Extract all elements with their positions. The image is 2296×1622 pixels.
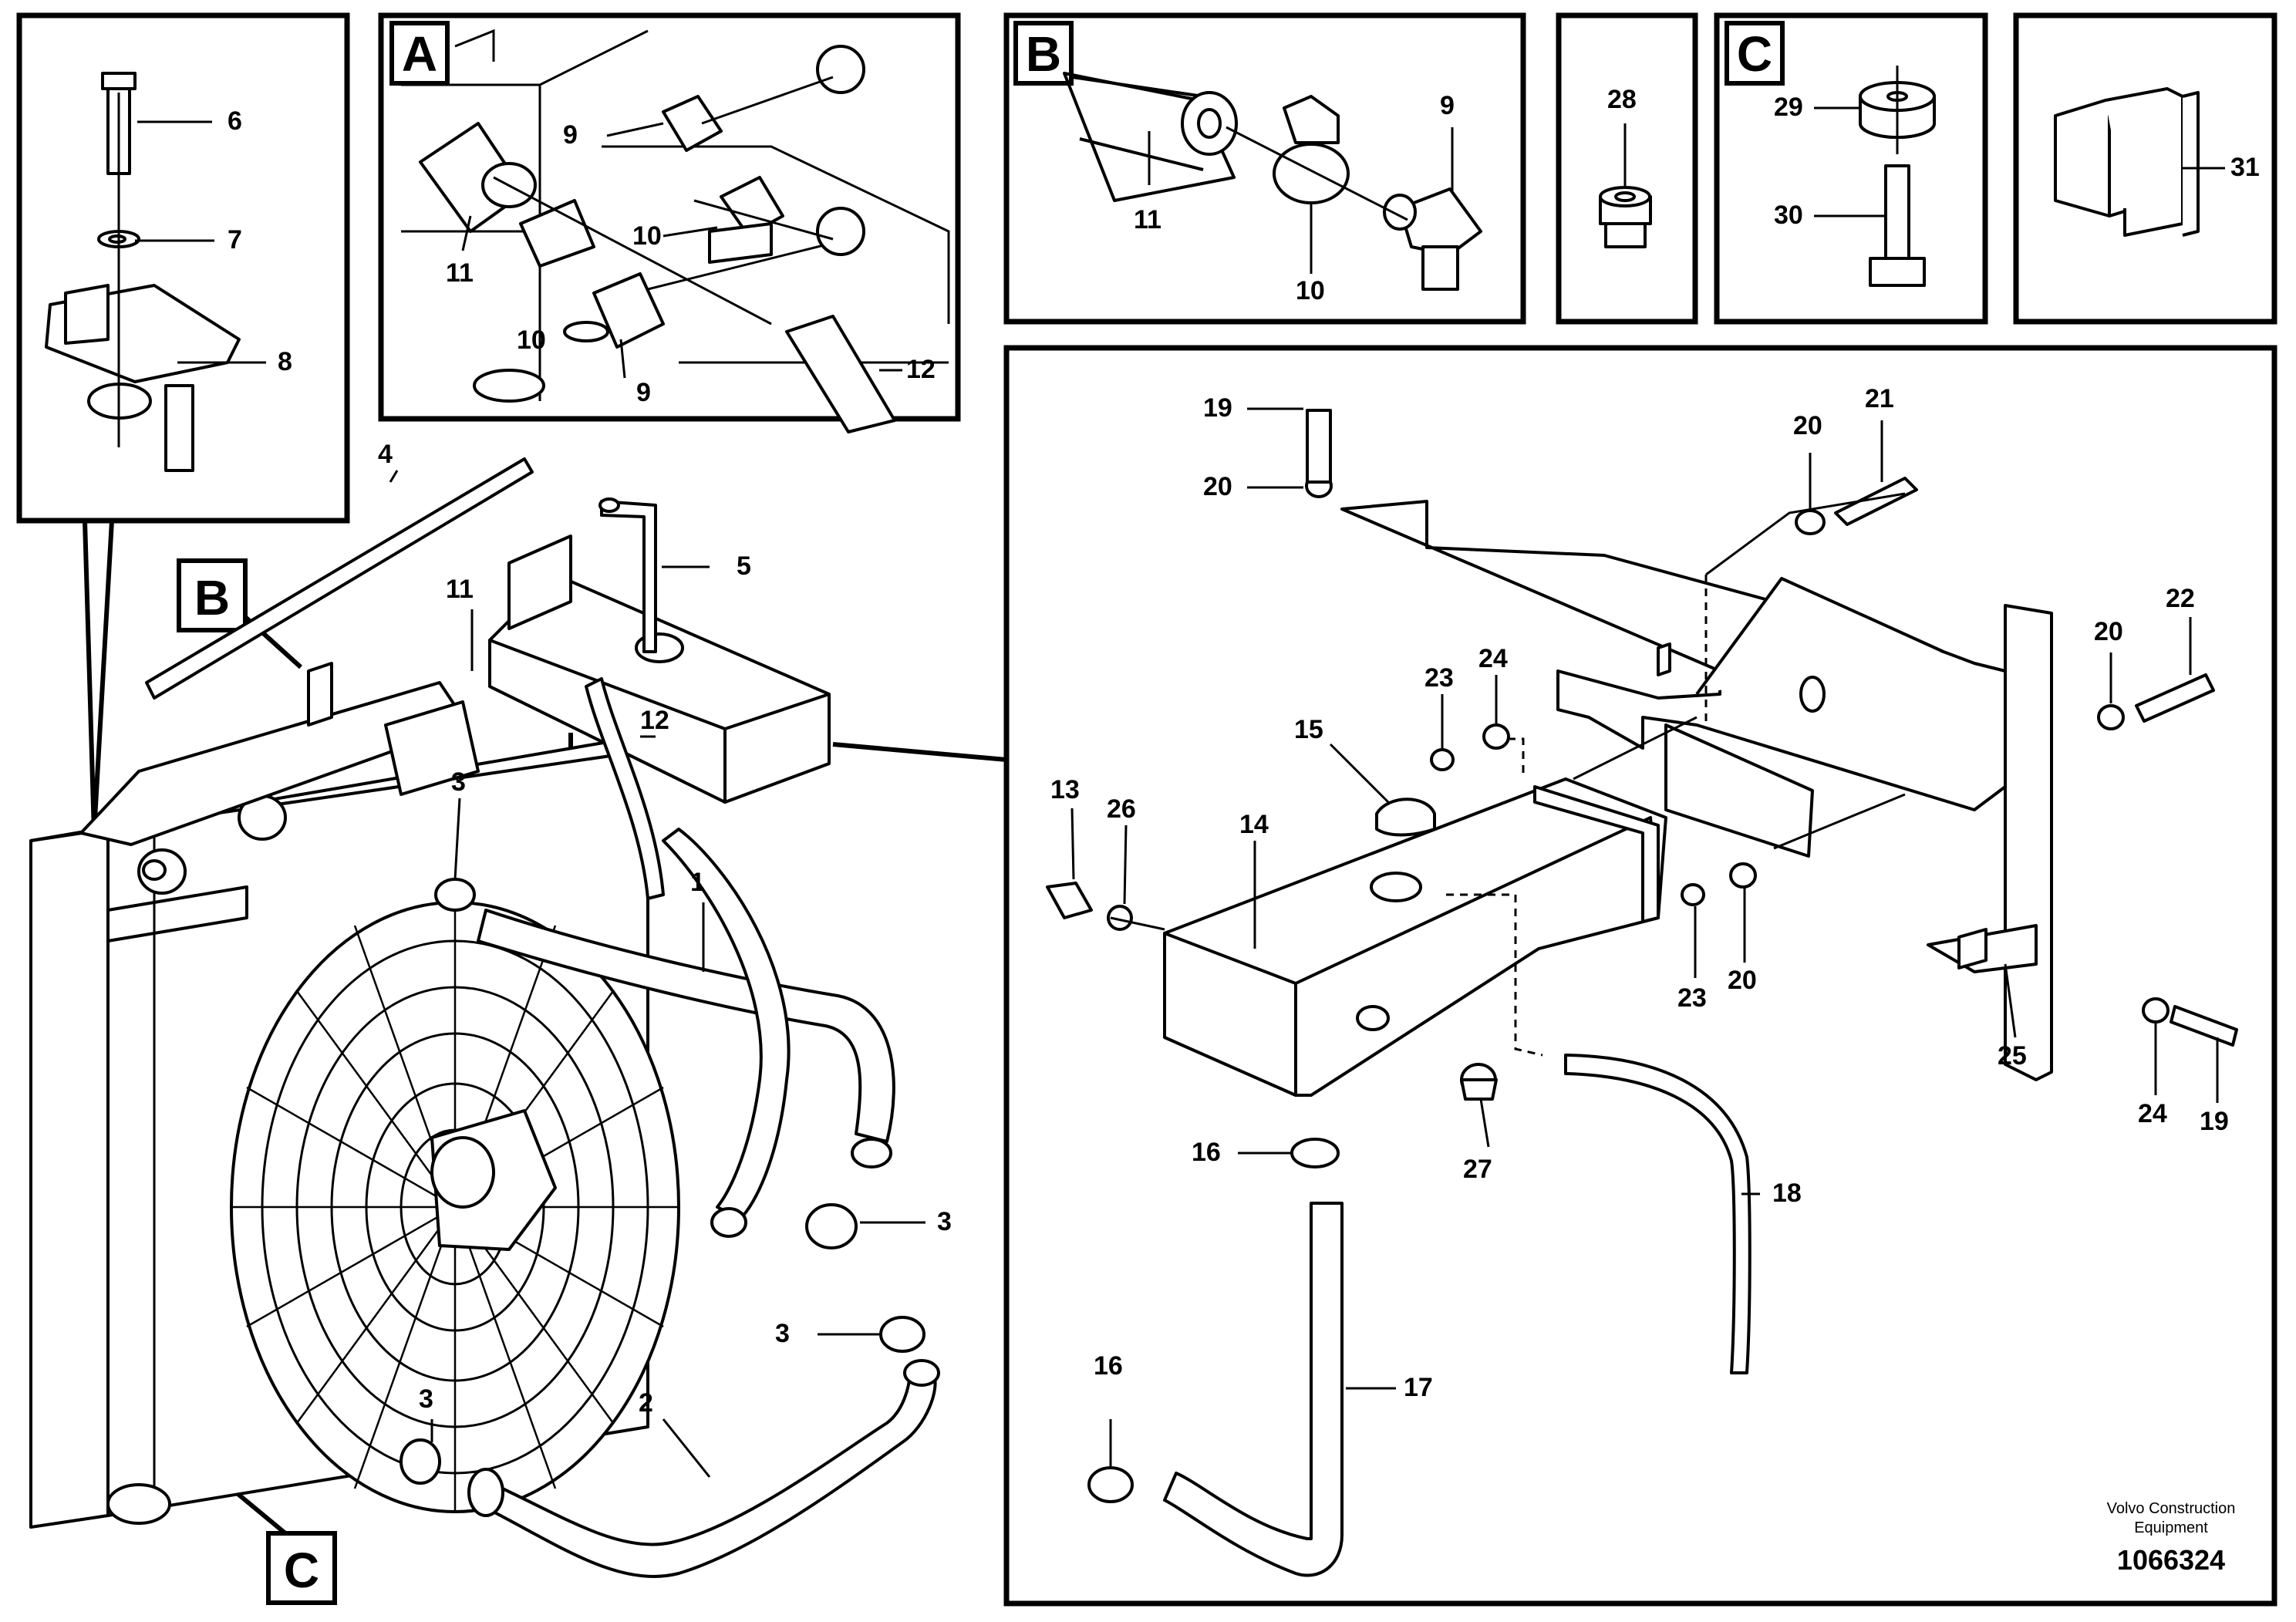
label-28: 28	[1607, 85, 1637, 114]
label-11-b: 11	[1134, 205, 1161, 234]
panel-b-detail	[1003, 12, 1526, 325]
box-b-main: B	[177, 558, 303, 669]
label-16-bottom: 16	[1094, 1351, 1123, 1381]
label-10-b: 10	[1296, 276, 1325, 305]
panel-a-detail	[378, 12, 961, 422]
isolator-c	[1859, 66, 1936, 287]
label-6: 6	[228, 106, 242, 136]
label-14: 14	[1239, 810, 1269, 839]
label-13: 13	[1050, 775, 1080, 804]
footer-brand: Volvo Construction Equipment 1066324	[2107, 1500, 2236, 1576]
label-12-main: 12	[640, 706, 669, 735]
label-27: 27	[1463, 1155, 1492, 1184]
label-30: 30	[1774, 201, 1803, 230]
label-7: 7	[228, 225, 242, 255]
tank-fittings	[1046, 409, 1498, 1101]
svg-text:C: C	[284, 1543, 319, 1598]
label-11-main: 11	[446, 575, 474, 604]
label-3-right: 3	[937, 1207, 952, 1236]
label-22: 22	[2166, 584, 2195, 613]
detail-b-art	[1063, 72, 1482, 291]
label-23-bottom: 23	[1677, 983, 1707, 1013]
label-4: 4	[378, 440, 393, 469]
part-number-labels: 6 7 8 9 9 10 10 11 12 11 10 9 28 29 30 3…	[228, 85, 2260, 1418]
label-3-top: 3	[451, 767, 466, 797]
label-9-a-top: 9	[563, 120, 578, 150]
hoses-main	[467, 677, 940, 1578]
label-23-top: 23	[1424, 663, 1454, 693]
label-12-a: 12	[906, 355, 936, 384]
label-20-top: 20	[1203, 472, 1232, 501]
label-11-a: 11	[446, 258, 474, 288]
label-29: 29	[1774, 93, 1803, 122]
plug-28	[1599, 186, 1652, 248]
label-15: 15	[1294, 715, 1323, 744]
label-19-bottom: 19	[2200, 1107, 2229, 1136]
label-24-bottom: 24	[2138, 1099, 2167, 1128]
svg-text:B: B	[1026, 26, 1061, 82]
box-c-top: C	[1725, 21, 1785, 86]
label-10-a-right: 10	[632, 221, 662, 251]
label-20-bottom: 20	[1728, 966, 1757, 995]
bracket-31	[2054, 87, 2200, 237]
hose-clamps-3	[400, 878, 925, 1485]
label-16-top: 16	[1192, 1138, 1221, 1167]
label-24-top: 24	[1478, 644, 1508, 673]
label-3-bottom: 3	[419, 1384, 433, 1414]
dashed-guides	[1110, 492, 1906, 1057]
label-9-a-bottom: 9	[636, 378, 651, 407]
tank-callout-line	[832, 733, 1009, 763]
box-c-main: C	[230, 1486, 337, 1605]
label-31: 31	[2230, 153, 2260, 182]
panel-c-detail	[1714, 12, 1988, 325]
label-20-upper-right: 20	[1793, 411, 1822, 440]
svg-text:C: C	[1737, 26, 1772, 82]
label-21: 21	[1865, 384, 1894, 413]
small-hardware	[1087, 477, 2238, 1503]
leader-lines	[135, 106, 2225, 1478]
label-25: 25	[1998, 1041, 2027, 1071]
sensor-callout-line	[83, 520, 114, 834]
label-17: 17	[1404, 1373, 1433, 1402]
label-3-lower: 3	[775, 1319, 790, 1348]
panel-sensor-detail	[16, 12, 350, 524]
label-20-right: 20	[2094, 617, 2123, 646]
sensor-assembly	[45, 72, 241, 472]
fan-guard	[230, 901, 680, 1513]
panel-tank-detail	[1003, 345, 2277, 1607]
panel-31-detail	[2013, 12, 2277, 325]
label-2: 2	[639, 1388, 653, 1418]
brand-line-2: Equipment	[2134, 1519, 2208, 1536]
label-9-b: 9	[1440, 91, 1455, 120]
brand-line-1: Volvo Construction	[2107, 1500, 2236, 1517]
label-1: 1	[690, 868, 705, 897]
edge-strip-4	[145, 457, 534, 700]
tank-14	[1163, 777, 1667, 1097]
label-5: 5	[737, 551, 751, 581]
hoses-tank	[1163, 1054, 1752, 1577]
mounting-bracket	[79, 662, 480, 846]
label-8: 8	[278, 347, 292, 376]
box-b-top: B	[1013, 21, 1074, 86]
document-number: 1066324	[2117, 1544, 2225, 1576]
detail-a-art	[401, 29, 950, 433]
label-18: 18	[1772, 1179, 1802, 1208]
panel-28-detail	[1556, 12, 1698, 325]
mounting-plate	[1340, 500, 2007, 858]
svg-text:B: B	[194, 570, 230, 626]
svg-text:A: A	[402, 26, 437, 82]
label-19-top: 19	[1203, 393, 1232, 423]
label-26: 26	[1107, 794, 1136, 824]
label-10-a-left: 10	[517, 325, 546, 355]
box-a-top: A	[389, 21, 450, 86]
